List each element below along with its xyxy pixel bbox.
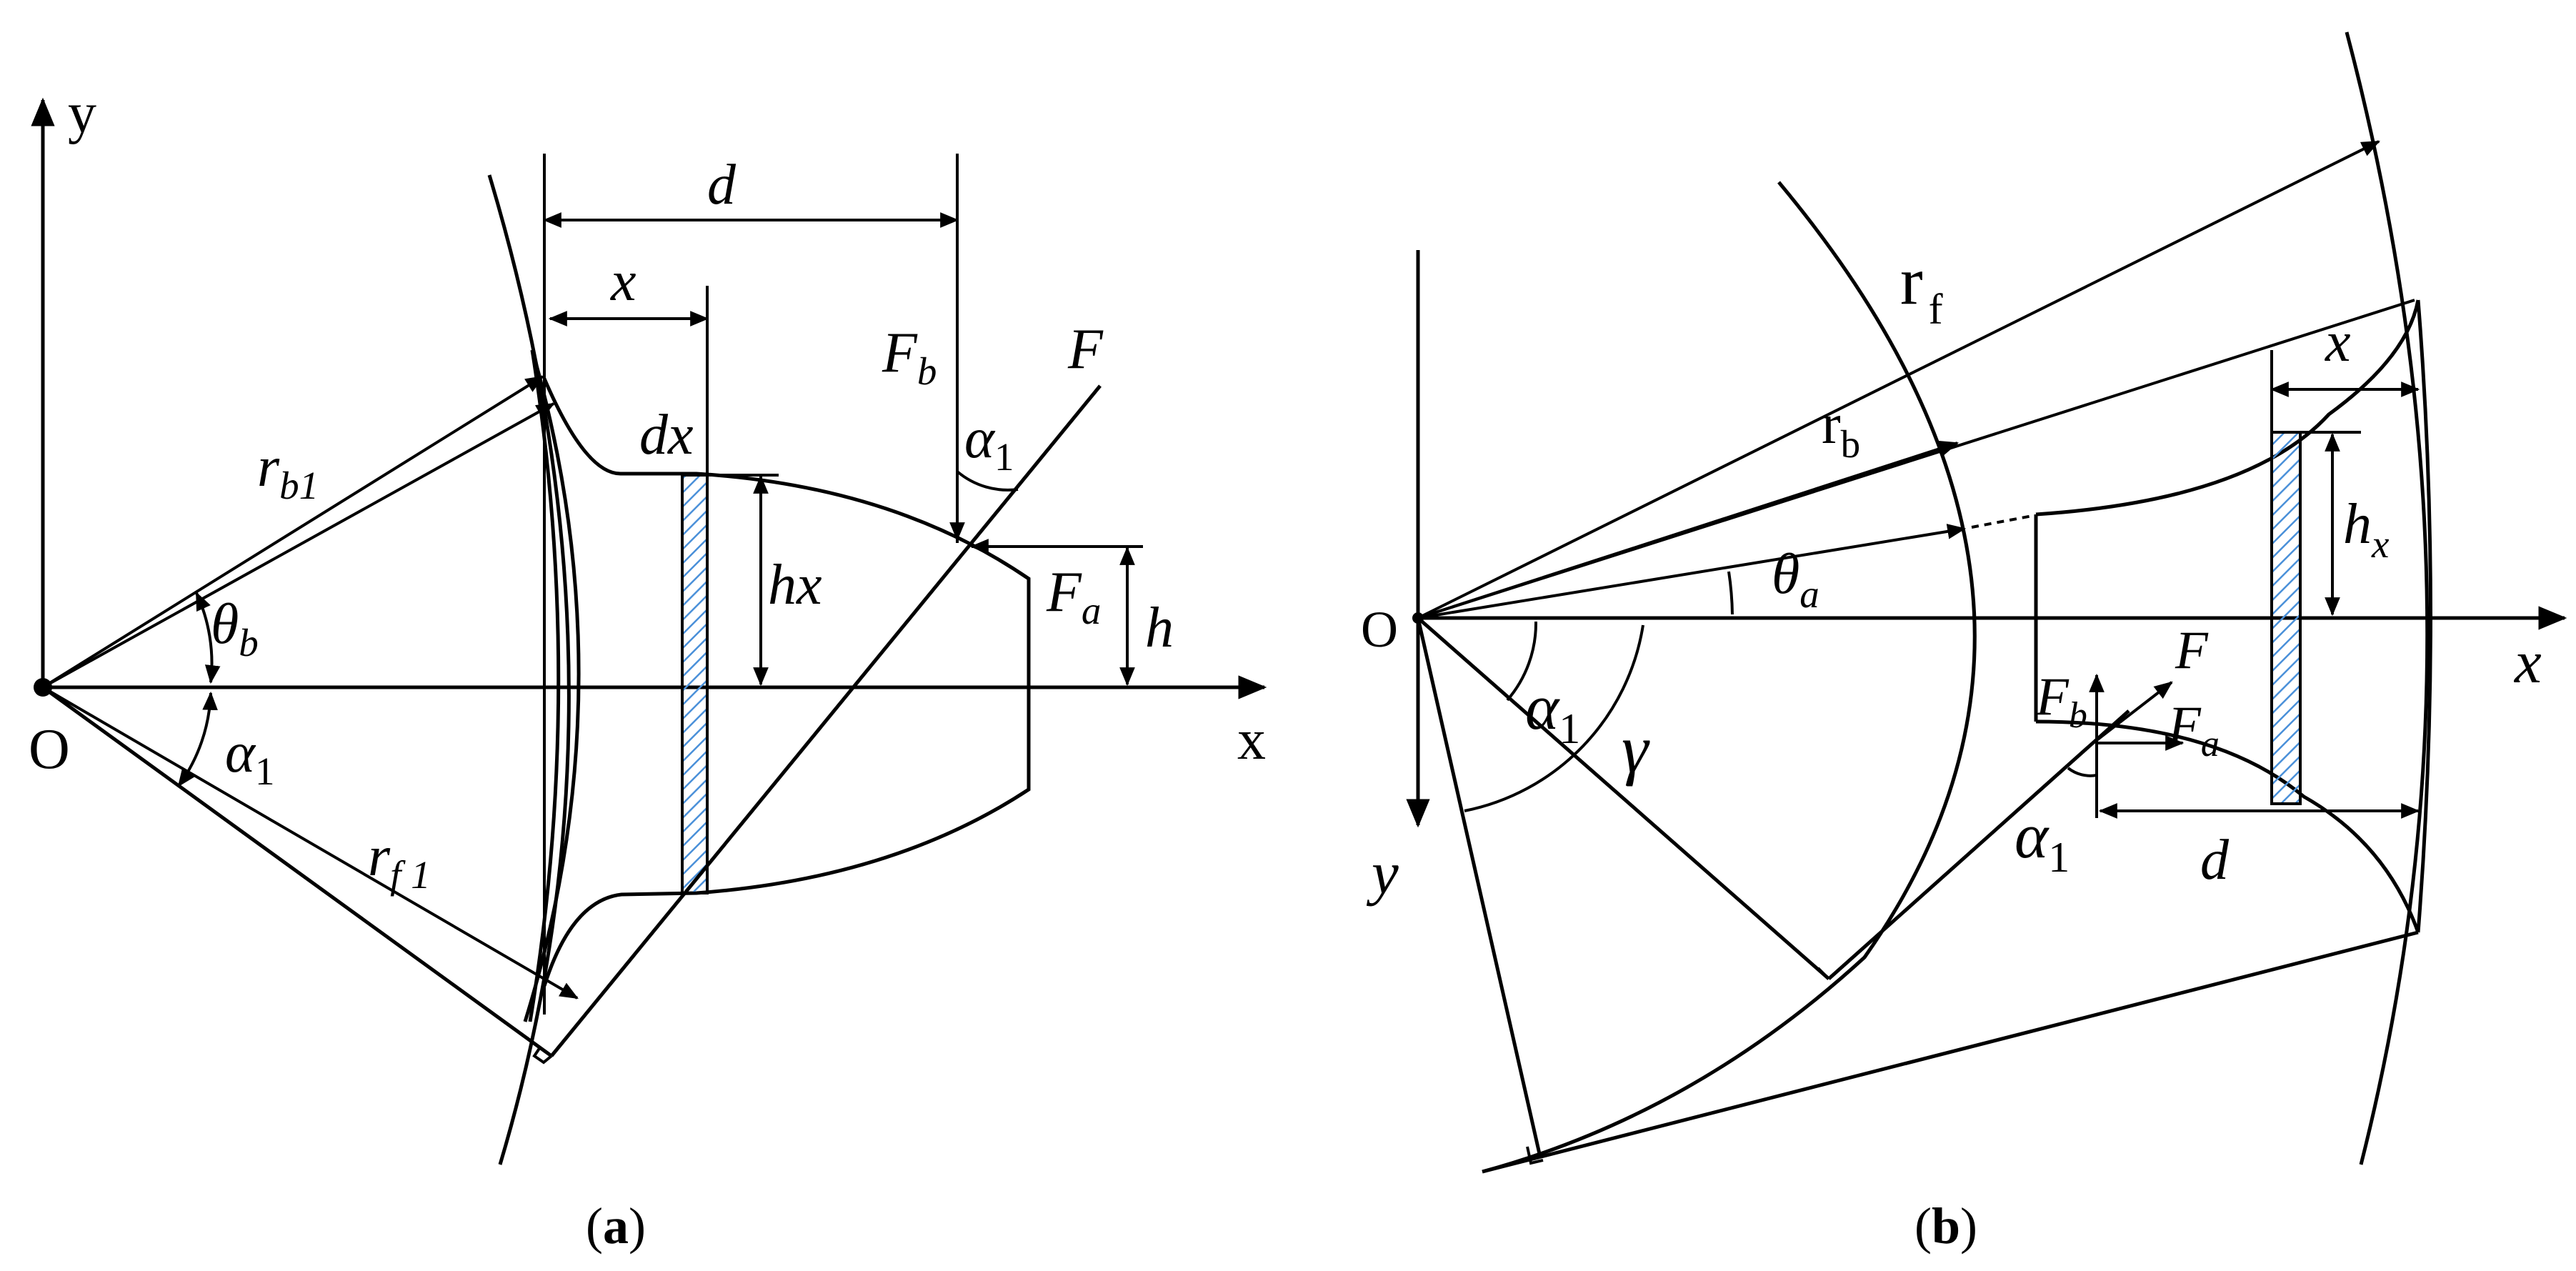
a-tangent-line — [41, 685, 553, 1058]
b-label-Fb: Fb — [2035, 667, 2087, 736]
b-base-arc — [1482, 181, 1977, 1174]
a-right-angle — [532, 1046, 553, 1065]
a-hatched-slice — [681, 474, 709, 894]
a-label-dx: dx — [639, 404, 694, 467]
a-label-x: x — [1237, 709, 1266, 772]
b-label-alpha2: α1 — [2015, 801, 2070, 881]
b-hatched-slice — [2270, 431, 2302, 805]
a-outer-arc — [487, 174, 571, 1165]
b-gamma-arc — [1464, 624, 1644, 812]
a-label-Fa: Fa — [1046, 561, 1101, 632]
b-tooth-top — [2035, 299, 2420, 517]
b-label-x-dim: x — [2325, 311, 2351, 374]
a-theta-arc — [195, 592, 221, 684]
a-inner-arc — [523, 349, 581, 1022]
b-label-y: y — [1366, 839, 1399, 907]
b-label-hx: hx — [2343, 493, 2390, 566]
a-label-y: y — [68, 82, 96, 145]
a-label-alpha-top: α1 — [964, 407, 1014, 479]
a-label-x-dim: x — [610, 250, 636, 313]
a-label-theta: θb — [211, 593, 259, 664]
panel-a: y x O d x dx hx h F Fb Fa α1 α1 θb rb1 r… — [29, 82, 1267, 1255]
b-outer-arc — [2345, 31, 2430, 1165]
a-tooth-upper — [542, 378, 1031, 987]
b-label-rb: rb — [1822, 393, 1860, 466]
b-caption: (b) — [1914, 1197, 1977, 1255]
b-label-theta: θa — [1772, 543, 1819, 616]
b-label-O: O — [1361, 601, 1398, 658]
b-dashed-link — [1971, 514, 2033, 529]
b-label-gamma: γ — [1622, 711, 1650, 787]
b-right-angle-2 — [1817, 967, 1830, 980]
a-alpha-top-arc — [956, 470, 1019, 492]
b-label-x: x — [2513, 629, 2542, 696]
b-line-theta — [1417, 524, 1967, 619]
a-label-h: h — [1145, 597, 1174, 659]
a-label-rf1: rf 1 — [368, 825, 431, 897]
b-tooth-bottom — [2035, 719, 2420, 933]
b-right-angle-1 — [1526, 1146, 1544, 1165]
b-label-F: F — [2175, 621, 2209, 680]
a-alpha-arc — [177, 691, 218, 787]
b-theta-arc — [1727, 571, 1734, 615]
b-foot-line — [1416, 617, 1542, 1155]
b-F-arrow — [2092, 681, 2173, 744]
a-label-Fb: Fb — [882, 322, 937, 393]
b-alpha-arc — [1506, 621, 1538, 702]
a-label-hx: hx — [768, 554, 822, 617]
b-alpha2-arc — [2067, 767, 2097, 777]
a-label-alpha-bottom: α1 — [225, 722, 275, 793]
a-line-to-rb1-2 — [42, 402, 555, 689]
b-tooth-right — [2416, 299, 2432, 933]
b-label-d: d — [2200, 829, 2230, 892]
b-label-Fa: Fa — [2167, 696, 2220, 764]
a-line-to-rb1 — [41, 375, 544, 689]
a-line-to-rf1 — [41, 686, 579, 1000]
b-contact-line — [1827, 709, 2130, 980]
b-gamma-line — [1417, 617, 1830, 980]
b-line-top-right — [1417, 299, 2415, 619]
b-bottom-curve — [1482, 930, 2419, 1174]
a-label-d: d — [707, 154, 737, 216]
a-label-F: F — [1067, 318, 1104, 381]
b-line-rf — [1417, 140, 2380, 619]
a-label-rb1: rb1 — [257, 436, 319, 507]
a-caption: (a) — [586, 1197, 646, 1255]
a-force-line — [550, 384, 1102, 1057]
b-label-alpha: α1 — [1525, 672, 1580, 752]
a-label-O: O — [29, 718, 70, 781]
